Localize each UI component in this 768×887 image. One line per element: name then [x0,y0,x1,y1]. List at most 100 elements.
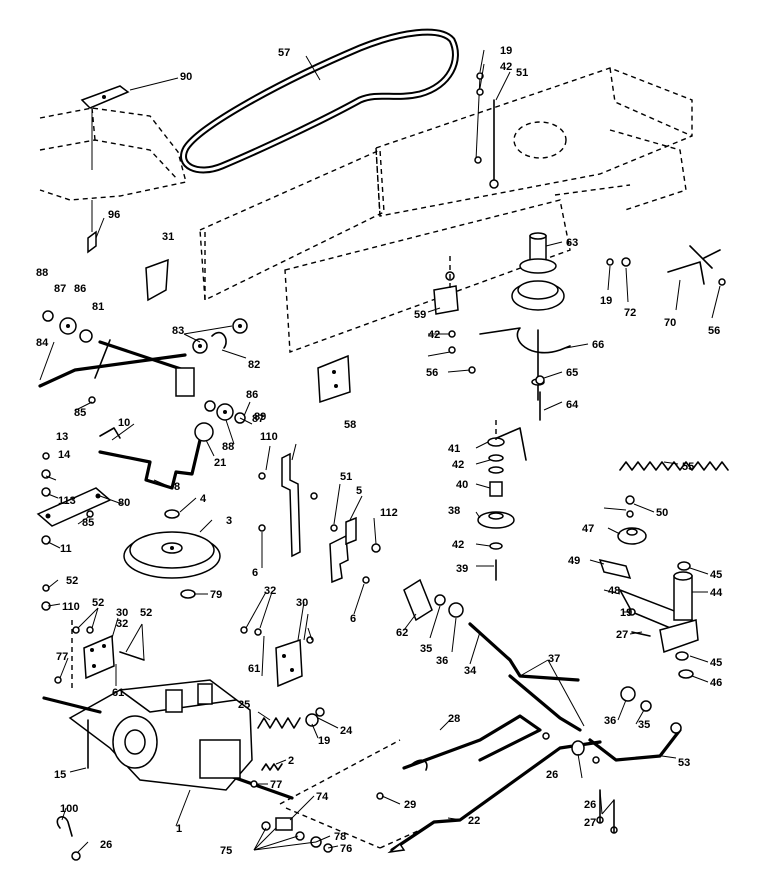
callout-19: 19 [318,735,330,747]
callout-100: 100 [60,803,78,815]
callout-82: 82 [248,359,260,371]
brackets-30 [41,584,314,688]
callout-45: 45 [710,569,722,581]
callout-30: 30 [116,607,128,619]
callout-49: 49 [568,555,580,567]
callout-26: 26 [100,839,112,851]
callout-56: 56 [708,325,720,337]
callout-88: 88 [36,267,48,279]
rods [376,714,602,854]
callout-30: 30 [296,597,308,609]
callout-8: 8 [174,481,180,493]
callout-61: 61 [112,687,124,699]
brake-linkage [38,310,246,424]
callout-62: 62 [396,627,408,639]
shaft-53 [588,686,682,834]
callout-77: 77 [270,779,282,791]
callout-39: 39 [456,563,468,575]
callout-48: 48 [608,585,620,597]
callout-70: 70 [664,317,676,329]
callout-6: 6 [350,613,356,625]
callout-5: 5 [356,485,362,497]
pulley-63 [511,232,631,401]
lift-lever [98,422,214,490]
callout-63: 63 [566,237,578,249]
springs [257,707,325,771]
bracket-70 [667,245,726,286]
callout-79: 79 [210,589,222,601]
idler-38 [477,420,527,581]
callout-42: 42 [500,61,512,73]
bracket-5 [329,516,381,584]
callout-36: 36 [604,715,616,727]
spring-55 [619,461,729,471]
callout-29: 29 [404,799,416,811]
callout-37: 37 [548,653,560,665]
callout-19: 19 [600,295,612,307]
callout-55: 55 [682,461,694,473]
callout-26: 26 [546,769,558,781]
callout-42: 42 [452,459,464,471]
callout-88: 88 [222,441,234,453]
callout-41: 41 [448,443,460,455]
callout-labels: 1234566810111314151919191921222425262626… [36,45,723,857]
callout-27: 27 [616,629,628,641]
callout-112: 112 [380,507,398,519]
leader-lines [39,49,721,853]
callout-84: 84 [36,337,49,349]
callout-96: 96 [108,209,120,221]
callout-10: 10 [118,417,130,429]
bracket-59 [433,256,476,374]
callout-65: 65 [566,367,578,379]
bottom-left-hardware [56,816,81,861]
callout-76: 76 [340,843,352,855]
callout-50: 50 [656,507,668,519]
assembly-guides [71,620,421,849]
callout-66: 66 [592,339,604,351]
callout-14: 14 [58,449,71,461]
callout-42: 42 [428,329,440,341]
callout-86: 86 [74,283,86,295]
callout-113: 113 [58,495,76,507]
callout-11: 11 [60,543,72,555]
callout-83: 83 [172,325,184,337]
drive-belt [180,28,459,174]
callout-57: 57 [278,47,290,59]
callout-52: 52 [140,607,152,619]
callout-1: 1 [176,823,182,835]
callout-36: 36 [436,655,448,667]
callout-52: 52 [66,575,78,587]
callout-19: 19 [620,607,632,619]
callout-74: 74 [316,791,329,803]
bracket-31 [145,258,169,302]
bracket-113 [258,452,318,558]
callout-52: 52 [92,597,104,609]
callout-44: 44 [710,587,723,599]
callout-25: 25 [238,699,250,711]
callout-13: 13 [56,431,68,443]
washer-65 [535,375,545,385]
callout-46: 46 [710,677,722,689]
callout-28: 28 [448,713,460,725]
callout-110: 110 [260,431,278,443]
callout-45: 45 [710,657,722,669]
callout-64: 64 [566,399,579,411]
callout-58: 58 [344,419,356,431]
callout-19: 19 [500,45,512,57]
callout-22: 22 [468,815,480,827]
callout-42: 42 [452,539,464,551]
callout-40: 40 [456,479,468,491]
callout-51: 51 [516,67,528,79]
callout-24: 24 [340,725,353,737]
callout-35: 35 [420,643,432,655]
callout-75: 75 [220,845,232,857]
rod-66 [479,327,571,354]
callout-21: 21 [214,457,226,469]
callout-59: 59 [414,309,426,321]
washers-83 [192,318,248,354]
callout-2: 2 [288,755,294,767]
callout-56: 56 [426,367,438,379]
transaxle [42,676,294,800]
